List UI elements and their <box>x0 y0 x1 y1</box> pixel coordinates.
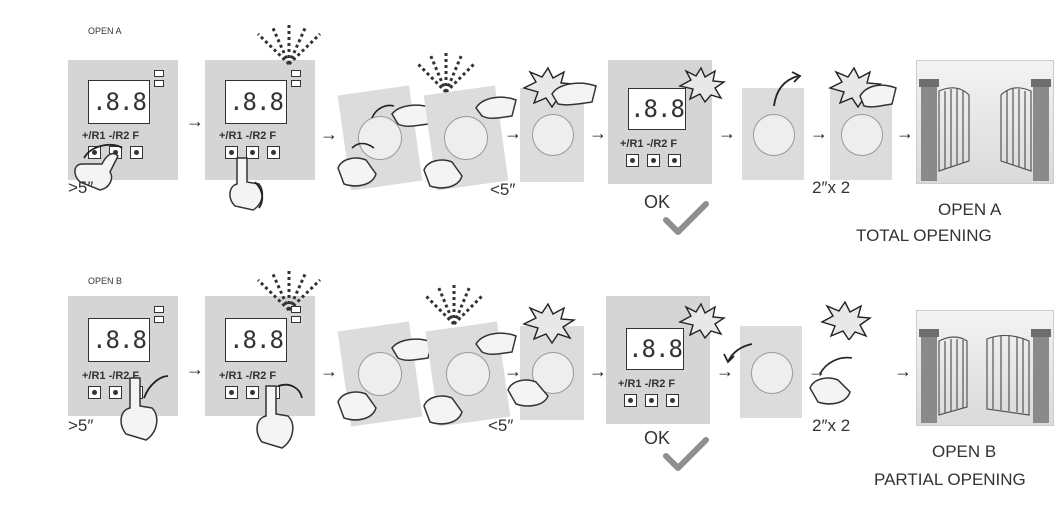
repeat-label: 2″x 2 <box>812 416 850 436</box>
hand-icon <box>858 78 898 118</box>
led-indicators <box>291 70 301 87</box>
release-time-label: <5″ <box>490 180 515 200</box>
row-title: OPEN B <box>88 276 122 286</box>
result-subtitle: TOTAL OPENING <box>856 226 992 246</box>
digit-display: .8.8 <box>225 318 287 362</box>
arrow-right-icon: → <box>589 124 607 142</box>
arrow-curve-icon <box>770 70 804 110</box>
led-indicators <box>154 306 164 323</box>
hand-icon <box>246 380 306 452</box>
led-indicators <box>154 70 164 87</box>
arrow-right-icon: → <box>589 362 607 380</box>
hand-icon <box>215 152 275 216</box>
button-labels: +/R1 -/R2 F <box>618 378 675 390</box>
digit-display: .8.8 <box>88 318 150 362</box>
result-subtitle: PARTIAL OPENING <box>874 470 1026 490</box>
hand-icon <box>110 368 170 448</box>
arrow-right-icon: → <box>186 360 204 378</box>
sequence-row-open-b: OPEN B .8.8 +/R1 -/R2 F >5″ → .8.8 +/R1 … <box>0 270 1056 510</box>
digit-display: .8.8 <box>225 80 287 124</box>
burst-icon <box>676 302 726 340</box>
row-title: OPEN A <box>88 26 122 36</box>
arrow-right-icon: → <box>718 124 736 142</box>
burst-icon <box>818 300 872 340</box>
sequence-row-open-a: OPEN A .8.8 +/R1 -/R2 F >5″ → .8.8 +/R1 … <box>0 20 1056 260</box>
arrow-right-icon: → <box>894 362 912 380</box>
arrow-right-icon: → <box>186 112 204 130</box>
checkmark-icon <box>660 434 710 474</box>
gate-icon <box>916 60 1054 184</box>
checkmark-icon <box>660 198 710 238</box>
burst-icon <box>676 66 726 104</box>
hand-icon <box>504 358 554 408</box>
hold-time-label: >5″ <box>68 178 93 198</box>
hand-icon <box>550 76 600 116</box>
digit-display: .8.8 <box>88 80 150 124</box>
blink-rays-icon <box>254 20 324 68</box>
release-time-label: <5″ <box>488 416 513 436</box>
burst-icon <box>518 302 578 344</box>
button-labels: +/R1 -/R2 F <box>620 138 677 150</box>
receiver-buttons <box>624 394 679 407</box>
arrow-right-icon: → <box>810 124 828 142</box>
arrow-right-icon: → <box>896 124 914 142</box>
result-title: OPEN B <box>932 442 996 462</box>
gate-icon <box>916 310 1054 426</box>
button-labels: +/R1 -/R2 F <box>219 130 276 142</box>
hold-time-label: >5″ <box>68 416 93 436</box>
repeat-label: 2″x 2 <box>812 178 850 198</box>
receiver-buttons <box>626 154 681 167</box>
result-title: OPEN A <box>938 200 1001 220</box>
blink-rays-icon <box>254 266 324 314</box>
arrow-curve-icon <box>722 340 756 370</box>
hand-icon <box>806 348 876 408</box>
blink-rays-icon <box>424 280 484 328</box>
